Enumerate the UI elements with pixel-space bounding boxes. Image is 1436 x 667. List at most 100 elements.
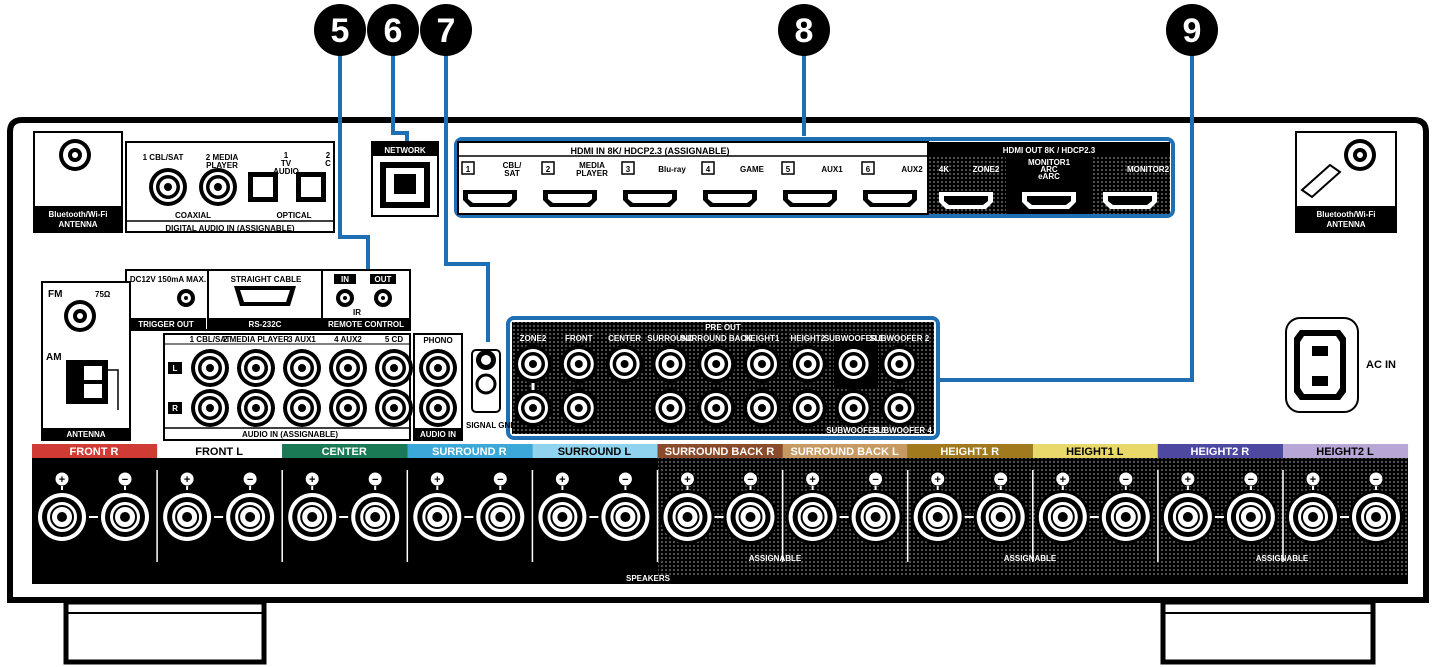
hdmi-in-num-1: 1 [466, 165, 471, 174]
speaker-post-minus-4[interactable] [472, 489, 529, 545]
audio-in-l-jack-1[interactable] [191, 349, 229, 387]
pre-out-jack-bottom-5[interactable] [697, 389, 736, 427]
network-label: NETWORK [384, 146, 426, 155]
phono-bottom-label: AUDIO IN [420, 430, 456, 439]
pre-out-jack-top-9[interactable] [880, 345, 919, 383]
speaker-post-minus-5[interactable] [597, 489, 654, 545]
hdmi-out-label-zone2: ZONE2 [973, 165, 1000, 174]
pre-out-jack-bottom-8[interactable] [834, 389, 873, 427]
audio-in-r-jack-4[interactable] [329, 389, 367, 427]
pre-out-jack-top-3[interactable] [605, 345, 644, 383]
audio-in-l-jack-4[interactable] [329, 349, 367, 387]
pre-out-jack-top-1[interactable] [514, 345, 552, 383]
audio-r-marker: R [172, 404, 178, 413]
speaker-post-minus-9[interactable] [1097, 489, 1154, 545]
pre-out-jack-top-8[interactable] [834, 345, 873, 383]
audio-in-r-jack-3[interactable] [283, 389, 321, 427]
hdmi-out-port-zone2[interactable] [939, 192, 993, 209]
hdmi-in-port-1[interactable] [463, 190, 517, 207]
audio-in-l-jack-3[interactable] [283, 349, 321, 387]
speaker-post-minus-7[interactable] [847, 489, 904, 545]
svg-text:−: − [247, 474, 253, 486]
speaker-post-minus-3[interactable] [347, 489, 404, 545]
speaker-post-plus-1[interactable] [34, 489, 90, 545]
hdmi-in-port-4[interactable] [703, 190, 757, 207]
speaker-assignable-2: ASSIGNABLE [1004, 554, 1057, 563]
speaker-post-minus-1[interactable] [97, 489, 153, 545]
speaker-label-10: HEIGHT2 R [1191, 446, 1250, 458]
speaker-post-minus-10[interactable] [1222, 489, 1279, 545]
pre-out-jack-bottom-7[interactable] [788, 389, 827, 427]
speaker-post-minus-8[interactable] [972, 489, 1029, 545]
speaker-post-plus-7[interactable] [784, 489, 841, 545]
audio-in-label-1: 1 CBL/SAT [190, 335, 231, 344]
pre-out-jack-bottom-2[interactable] [559, 389, 598, 427]
audio-in-l-jack-5[interactable] [375, 349, 413, 387]
audio-in-l-jack-2[interactable] [237, 349, 275, 387]
ac-in-section: AC IN [1285, 317, 1396, 413]
signal-gnd: SIGNAL GND [466, 349, 516, 430]
speaker-post-plus-10[interactable] [1159, 489, 1216, 545]
pre-out-jack-top-6[interactable] [743, 345, 781, 383]
remote-out-label: OUT [375, 275, 392, 284]
network-section: NETWORK [371, 141, 439, 217]
pre-out-jack-bottom-1[interactable] [514, 389, 552, 427]
phono-r-jack[interactable] [419, 389, 457, 427]
pre-out-jack-top-7[interactable] [788, 345, 827, 383]
phono-l-jack[interactable] [419, 349, 457, 387]
speaker-post-plus-3[interactable] [284, 489, 341, 545]
hdmi-out-port-monitor1[interactable] [1022, 192, 1076, 209]
speaker-post-plus-9[interactable] [1034, 489, 1091, 545]
pre-out-jack-top-4[interactable] [651, 345, 690, 383]
svg-text:+: + [684, 474, 690, 486]
svg-text:−: − [497, 474, 503, 486]
speaker-post-minus-6[interactable] [722, 489, 779, 545]
pre-out-jack-top-5[interactable] [697, 345, 736, 383]
audio-in-label-2: 2 MEDIA PLAYER [223, 335, 289, 344]
fm-ohm: 75Ω [95, 290, 111, 299]
audio-in-r-jack-5[interactable] [375, 389, 413, 427]
speaker-post-plus-8[interactable] [909, 489, 966, 545]
pre-out-jack-bottom-9[interactable] [880, 389, 919, 427]
speaker-post-plus-2[interactable] [159, 489, 216, 545]
hdmi-in-port-6[interactable] [863, 190, 917, 207]
pre-out-jack-bottom-6[interactable] [743, 389, 781, 427]
coaxial-label: COAXIAL [175, 211, 211, 220]
ac-in-label: AC IN [1366, 359, 1396, 371]
speaker-post-minus-2[interactable] [222, 489, 279, 545]
speaker-post-plus-6[interactable] [659, 489, 716, 545]
pre-out-label-3: CENTER [608, 334, 641, 343]
svg-text:−: − [997, 474, 1003, 486]
pre-out-jack-bottom-4[interactable] [651, 389, 690, 427]
speaker-assignable-1: ASSIGNABLE [749, 554, 802, 563]
svg-text:+: + [934, 474, 940, 486]
fm-label: FM [48, 289, 62, 300]
pre-out-label-2: FRONT [565, 334, 593, 343]
speaker-post-plus-4[interactable] [409, 489, 466, 545]
coaxial-2-jack[interactable] [199, 168, 237, 206]
hdmi-out-port-monitor2[interactable] [1103, 192, 1157, 209]
pre-out-label-1: ZONE2 [520, 334, 547, 343]
speaker-post-plus-5[interactable] [534, 489, 591, 545]
hdmi-in-port-5[interactable] [783, 190, 837, 207]
hdmi-in-num-5: 5 [786, 165, 791, 174]
optical-label: OPTICAL [276, 211, 311, 220]
pre-out-jack-top-2[interactable] [559, 345, 598, 383]
speaker-post-minus-11[interactable] [1348, 489, 1404, 545]
svg-text:−: − [122, 474, 128, 486]
hdmi-in-port-3[interactable] [623, 190, 677, 207]
callout-5: 5 [331, 12, 350, 50]
speaker-label-8: HEIGHT1 R [940, 446, 999, 458]
coaxial-1-jack[interactable] [149, 168, 187, 206]
audio-in-r-jack-1[interactable] [191, 389, 229, 427]
hdmi-in-port-2[interactable] [543, 190, 597, 207]
speaker-post-plus-11[interactable] [1285, 489, 1341, 545]
audio-in-r-jack-2[interactable] [237, 389, 275, 427]
